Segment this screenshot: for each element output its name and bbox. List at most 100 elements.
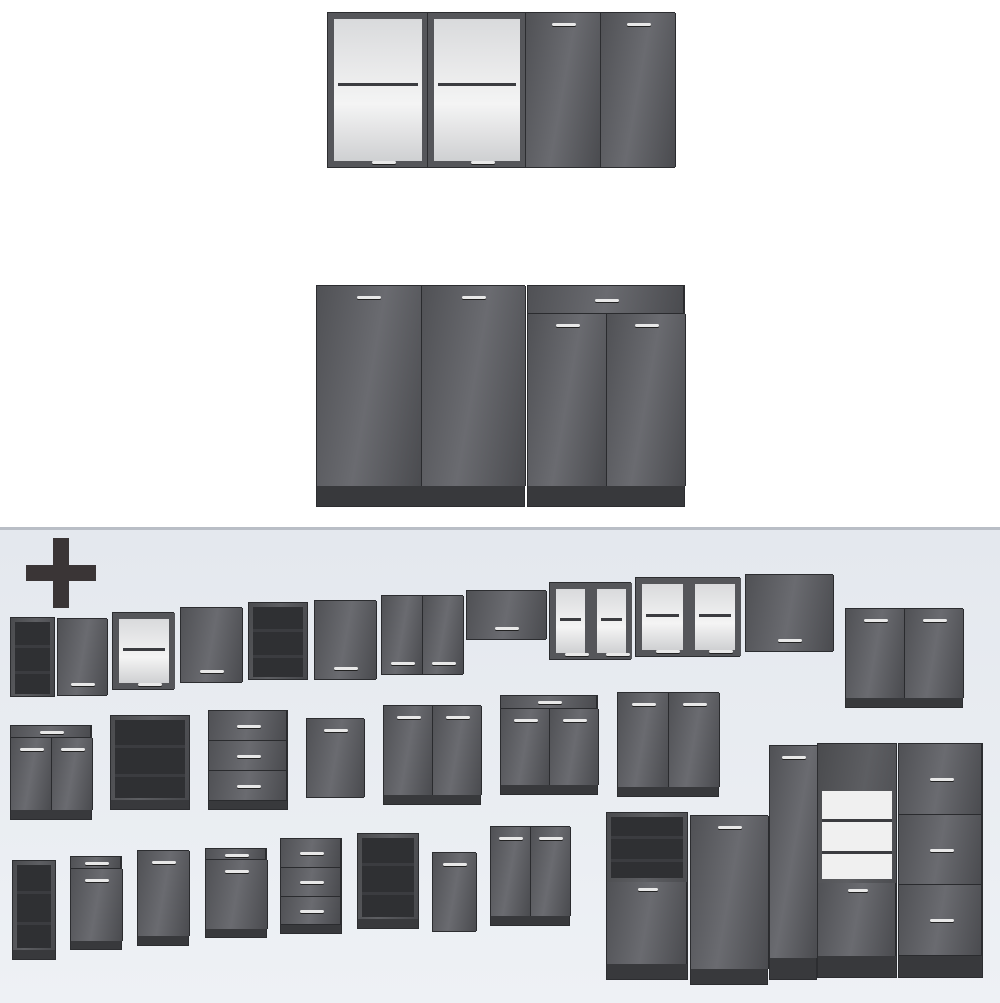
drawer-handle xyxy=(929,848,954,852)
cabinet-module xyxy=(314,600,377,680)
door-handle xyxy=(634,324,659,328)
glass-door xyxy=(428,13,526,167)
drawer-front xyxy=(899,885,982,956)
cabinet-module xyxy=(427,12,526,168)
cabinet-plinth xyxy=(618,786,718,796)
cabinet-door xyxy=(315,601,377,679)
drawer-handle xyxy=(538,701,562,705)
cabinet-module xyxy=(208,710,288,810)
cabinet-door xyxy=(601,13,676,167)
door-handle xyxy=(225,870,249,874)
shelf xyxy=(822,818,892,822)
drawer-handle xyxy=(85,861,109,865)
cabinet-plinth xyxy=(281,924,341,933)
door-handle xyxy=(396,716,421,719)
cabinet-door xyxy=(501,708,550,785)
door-handle xyxy=(562,718,587,722)
open-compartment xyxy=(362,838,414,918)
cabinet-module xyxy=(306,718,365,798)
drawer-handle xyxy=(300,852,324,856)
door-handle xyxy=(495,627,519,630)
cabinet-module xyxy=(205,848,268,938)
door-handle xyxy=(564,653,589,656)
open-compartment xyxy=(611,817,683,878)
drawer-handle xyxy=(929,919,954,923)
shelf xyxy=(15,644,50,648)
cabinet-module xyxy=(769,745,818,980)
cabinet-door xyxy=(317,286,422,487)
drawer-front xyxy=(281,867,341,897)
cabinet-module xyxy=(57,618,108,696)
cabinet-door xyxy=(138,851,190,937)
glass-door xyxy=(636,578,689,656)
cabinet-door xyxy=(669,693,720,787)
cabinet-plinth xyxy=(13,950,55,959)
cabinet-door xyxy=(846,609,905,698)
cabinet-door xyxy=(71,868,123,941)
cabinet-module xyxy=(845,608,964,708)
shelf xyxy=(15,671,50,675)
shelf xyxy=(438,82,516,86)
cabinet-door xyxy=(433,706,482,795)
shelf xyxy=(253,655,303,658)
door-handle xyxy=(551,23,576,26)
drawer-front xyxy=(281,839,341,868)
cabinet-door xyxy=(58,619,108,695)
shelf xyxy=(123,647,165,651)
cabinet-door xyxy=(206,860,268,929)
door-handle xyxy=(138,683,162,686)
cabinet-module xyxy=(248,602,308,680)
shelf xyxy=(362,892,414,896)
cabinet-door xyxy=(550,708,599,785)
door-handle xyxy=(471,161,495,164)
cabinet-plinth xyxy=(358,919,418,928)
cabinet-module xyxy=(180,607,243,683)
shelf xyxy=(17,921,51,925)
cabinet-module xyxy=(137,850,190,946)
cabinet-module xyxy=(500,695,599,795)
cabinet-door xyxy=(607,314,686,487)
cabinet-module xyxy=(490,826,571,926)
door-handle xyxy=(782,756,806,759)
cabinet-plinth xyxy=(384,795,480,804)
door-handle xyxy=(718,826,742,829)
door-handle xyxy=(499,837,523,840)
cabinet-door xyxy=(382,596,423,674)
door-handle xyxy=(334,667,358,670)
door-handle xyxy=(85,878,109,882)
cabinet-door xyxy=(691,816,769,969)
cabinet-module xyxy=(527,285,686,507)
cabinet-door xyxy=(467,591,547,639)
cabinet-module xyxy=(466,590,547,640)
cabinet-module xyxy=(10,617,55,697)
shelf xyxy=(611,835,683,839)
shelf xyxy=(115,744,185,748)
cabinet-door xyxy=(618,693,669,787)
cabinet-door xyxy=(421,286,526,487)
door-handle xyxy=(60,748,85,752)
shelf xyxy=(698,613,731,617)
door-handle xyxy=(19,748,44,752)
cabinet-module xyxy=(549,582,632,660)
open-compartment xyxy=(115,720,185,799)
glass-door xyxy=(591,583,632,659)
drawer-handle xyxy=(929,778,954,782)
cabinet-module xyxy=(110,715,190,810)
door-handle xyxy=(445,716,470,719)
cabinet-door xyxy=(52,738,93,811)
drawer-front xyxy=(209,741,287,772)
drawer-front xyxy=(899,744,982,815)
cabinet-module xyxy=(316,285,526,507)
door-handle xyxy=(605,653,630,656)
drawer-front xyxy=(209,771,287,802)
cabinet-door xyxy=(528,314,607,487)
cabinet-door xyxy=(746,575,834,651)
cabinet-plinth xyxy=(11,810,91,819)
glass-door xyxy=(688,578,741,656)
cabinet-module xyxy=(432,852,477,932)
cabinet-module xyxy=(606,812,688,980)
door-handle xyxy=(71,683,95,686)
glass-door xyxy=(550,583,591,659)
cabinet-plinth xyxy=(491,916,569,925)
door-handle xyxy=(922,619,947,622)
